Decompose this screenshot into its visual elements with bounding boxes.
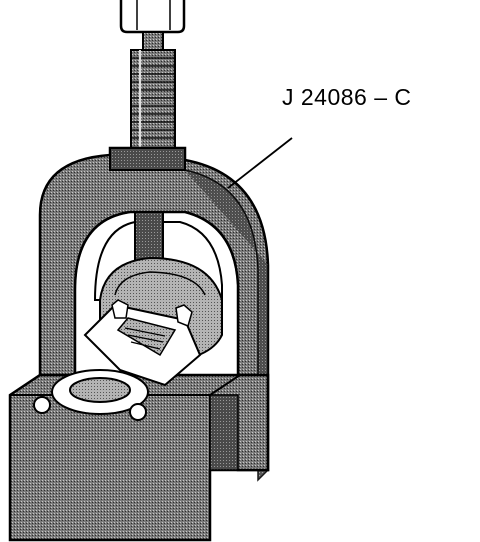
threaded-screw [130, 31, 176, 151]
tool-number-label: J 24086 – C [282, 84, 412, 110]
connecting-rod [33, 299, 202, 421]
press-handle [119, 0, 186, 34]
callout-leader-line [227, 137, 293, 189]
